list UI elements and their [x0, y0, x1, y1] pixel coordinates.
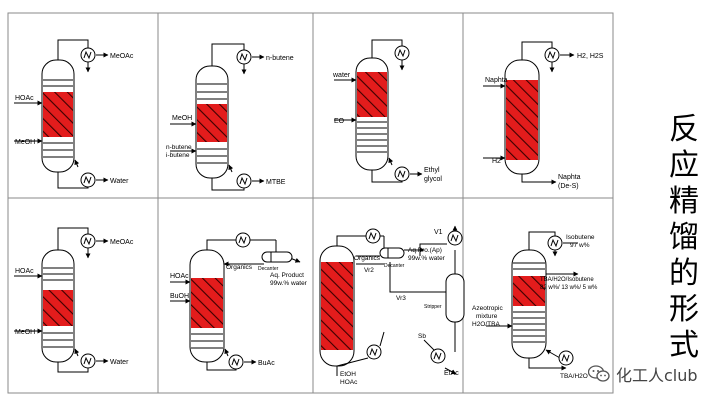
p3-feed-upper: water: [332, 72, 351, 79]
p6-product-1: Aq. Product: [270, 272, 304, 279]
panel-2-mtbe: [170, 43, 265, 191]
p4-feed-lower: H2: [492, 158, 501, 165]
panel-5-meoac: [14, 227, 109, 373]
p4-feed-upper: Naphta: [485, 77, 508, 84]
p8-top-label-2: 97 w%: [570, 242, 590, 249]
panel-7-condenser: [365, 228, 381, 244]
panel-7-condenser-v1: [447, 230, 463, 246]
p7-organics: Organics: [354, 255, 381, 262]
p5-feed-upper: HOAc: [15, 268, 34, 275]
p8-feed-2: mixture: [476, 313, 498, 320]
p6-organics: Organics: [226, 264, 253, 271]
p5-top-label: MeOAc: [110, 239, 134, 246]
panel-4-exchanger-top: [544, 47, 560, 63]
side-title-char-2: 应: [669, 148, 699, 183]
side-title: 反 应 精 馏 的 形 式: [664, 112, 704, 364]
watermark-text: 化工人club: [616, 366, 698, 385]
p2-bottom-label: MTBE: [266, 179, 286, 186]
p8-bottom-label: TBA/H2O: [560, 373, 588, 380]
panel-5-exchanger-top: [80, 233, 96, 249]
p7-feed-2: HOAc: [340, 379, 358, 386]
panel-3-exchanger-top: [394, 45, 410, 61]
p7-bottom-label: EtAc: [444, 370, 459, 377]
panel-6-buac: [170, 239, 301, 371]
p5-feed-lower: MeOH: [15, 329, 35, 336]
p1-feed-upper: HOAc: [15, 95, 34, 102]
p6-product-2: 99w.% water: [270, 280, 308, 287]
panel-8-tba: [486, 231, 579, 371]
p7-stripper-label: Stripper: [424, 304, 442, 310]
p2-feed-upper: MeOH: [172, 115, 192, 122]
p8-feed-1: Azeotropic: [472, 305, 503, 312]
p7-decanter: Decanter: [384, 263, 405, 269]
panel-7-stripper: [445, 273, 465, 323]
p8-side-label-1: TBA/H2O/Isobutene: [540, 277, 594, 283]
p1-bottom-label: Water: [110, 178, 129, 185]
panel-7-etac: [319, 225, 458, 376]
panel-6-condenser: [235, 232, 251, 248]
side-title-char-7: 式: [669, 328, 699, 363]
side-title-char-6: 形: [669, 292, 699, 327]
p2-feed-lower-1: n-butene: [166, 144, 192, 151]
p4-bottom-label-2: (De-S): [558, 183, 579, 190]
panel-8-exchanger-bottom: [558, 350, 574, 366]
p7-v2: Vr2: [364, 267, 374, 274]
p3-bottom-label-2: glycol: [424, 176, 442, 183]
p1-feed-lower: MeOH: [15, 139, 35, 146]
p6-feed-upper: HOAc: [170, 273, 189, 280]
p7-product-1: Aq.Pro.(Ap): [408, 247, 442, 254]
side-title-char-3: 精: [669, 184, 699, 219]
p3-feed-lower: EO: [334, 118, 345, 125]
p1-top-label: MeOAc: [110, 53, 134, 60]
p2-top-label: n-butene: [266, 55, 294, 62]
panel-3-exchanger-bottom: [394, 166, 410, 182]
side-title-char-5: 的: [669, 256, 699, 291]
p6-feed-lower: BuOH: [170, 293, 189, 300]
p7-v1: V1: [434, 229, 443, 236]
panel-1-meoac: [14, 39, 109, 189]
panel-frame-1: [7, 12, 159, 199]
p4-top-label: H2, H2S: [577, 53, 604, 60]
p4-bottom-label-1: Naphta: [558, 174, 581, 181]
panel-8-exchanger-top: [547, 235, 563, 251]
p7-sb: Sb: [418, 333, 426, 340]
p8-feed-3: H2O/TBA: [472, 321, 500, 328]
side-title-char-4: 馏: [669, 220, 699, 255]
p7-feed-1: EtOH: [340, 371, 356, 378]
panel-frame-2: [157, 12, 314, 199]
p7-product-2: 99w.% water: [408, 255, 446, 262]
panel-6-decanter: [261, 251, 293, 263]
panel-2-exchanger-top: [236, 49, 252, 65]
p5-bottom-label: Water: [110, 359, 129, 366]
wechat-icon: [588, 365, 610, 382]
panel-6-exchanger-bottom: [228, 354, 244, 370]
panel-7-decanter: [379, 247, 405, 259]
panel-7-reboiler-main: [366, 344, 382, 360]
p6-decanter: Decanter: [258, 266, 279, 272]
watermark: 化工人club: [588, 362, 698, 386]
side-title-char-1: 反: [669, 112, 699, 147]
panel-1-exchanger-bottom: [80, 172, 96, 188]
panel-4-naphta: [483, 41, 575, 185]
p8-side-label-2: 82 w%/ 13 w%/ 5 w%: [540, 285, 598, 291]
p3-bottom-label-1: Ethyl: [424, 167, 440, 174]
p7-v3: Vr3: [396, 295, 406, 302]
panel-7-reboiler-stripper: [430, 348, 446, 364]
panel-3-ethyl-glycol: [334, 39, 423, 183]
panel-2-exchanger-bottom: [236, 173, 252, 189]
p2-feed-lower-2: i-butene: [166, 152, 190, 159]
p8-top-label-1: Isobutene: [566, 234, 595, 241]
panel-1-exchanger-top: [80, 47, 96, 63]
p6-bottom-label: BuAc: [258, 360, 275, 367]
panel-5-exchanger-bottom: [80, 353, 96, 369]
